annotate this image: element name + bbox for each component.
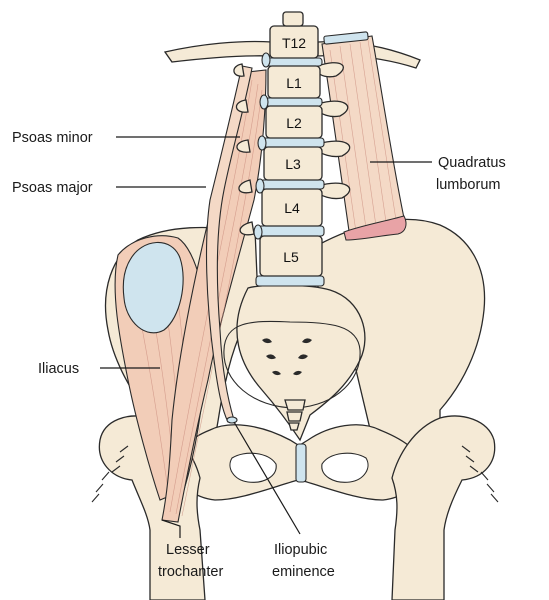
leader-lesser-trochanter bbox=[161, 519, 181, 538]
iliopubic-eminence-marker bbox=[226, 416, 238, 424]
quadratus-lumborum-fibers bbox=[329, 39, 397, 233]
vertebra-label-l5: L5 bbox=[283, 249, 299, 265]
right-femur bbox=[391, 415, 496, 600]
iliac-fossa bbox=[122, 241, 184, 334]
vertebra-l3 bbox=[263, 146, 323, 181]
label-psoas-minor: Psoas minor bbox=[12, 130, 93, 146]
vertebra-label-l2: L2 bbox=[286, 115, 302, 131]
twelfth-rib bbox=[163, 40, 273, 63]
coccyx bbox=[284, 399, 306, 431]
label-iliopubic-1: Iliopubic bbox=[274, 542, 327, 558]
sacrum bbox=[236, 284, 366, 442]
label-lesser-1: Lesser bbox=[166, 542, 210, 558]
label-quadratus-1: Quadratus bbox=[438, 155, 506, 171]
label-lesser-2: trochanter bbox=[158, 564, 223, 580]
pelvic-inlet bbox=[223, 320, 361, 409]
leader-iliopubic bbox=[233, 421, 301, 535]
right-greater-trochanter-lines bbox=[461, 445, 499, 503]
vertebra-label-l1: L1 bbox=[286, 75, 302, 91]
sacral-foramina bbox=[262, 338, 312, 376]
vertebra-l5 bbox=[259, 235, 323, 277]
right-obturator-foramen bbox=[321, 452, 369, 483]
vertebra-l4 bbox=[261, 188, 323, 227]
label-iliacus: Iliacus bbox=[38, 361, 79, 377]
label-quadratus-2: lumborum bbox=[436, 177, 500, 193]
left-transverse-processes bbox=[233, 63, 255, 236]
vertebral-column bbox=[253, 11, 325, 287]
vertebra-label-t12: T12 bbox=[282, 35, 306, 51]
left-obturator-foramen bbox=[229, 452, 277, 483]
vertebra-label-l4: L4 bbox=[284, 200, 300, 216]
right-ilium bbox=[317, 218, 486, 466]
iliolumbar-ligament bbox=[343, 215, 407, 241]
vertebra-l1 bbox=[267, 65, 321, 99]
label-iliopubic-2: eminence bbox=[272, 564, 335, 580]
vertebra-label-l3: L3 bbox=[285, 156, 301, 172]
label-psoas-major: Psoas major bbox=[12, 180, 93, 196]
left-greater-trochanter-lines bbox=[91, 445, 129, 503]
quadratus-attachment bbox=[323, 31, 369, 45]
right-transverse-processes bbox=[317, 62, 351, 200]
pubic-symphysis bbox=[295, 443, 307, 483]
vertebra-l2 bbox=[265, 105, 323, 139]
